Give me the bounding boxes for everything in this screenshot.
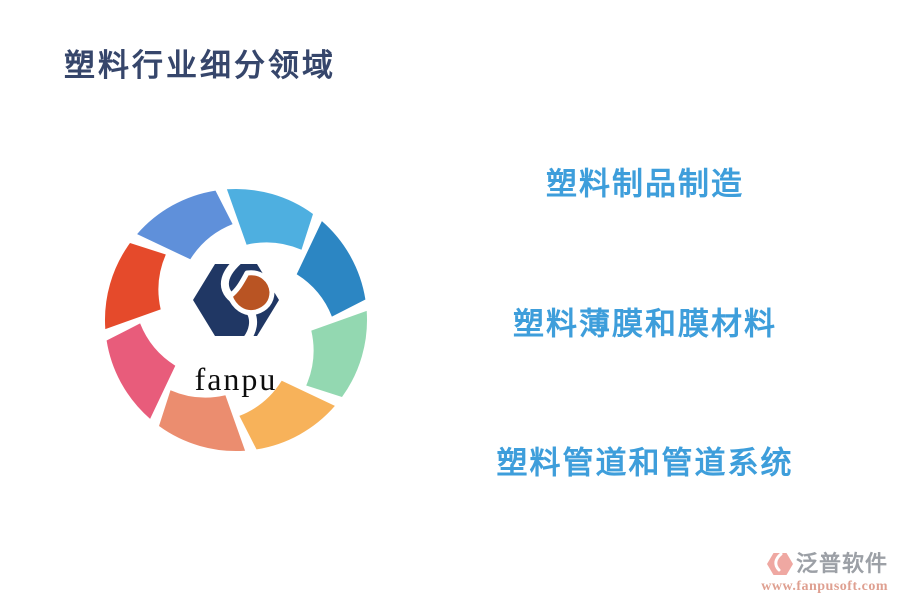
watermark-brand: 泛普软件	[795, 551, 888, 576]
pinwheel-icon	[104, 188, 368, 452]
watermark-logo-icon	[766, 552, 793, 575]
watermark-url: www.fanpusoft.com	[761, 579, 888, 594]
wheel-segment-mint-green	[306, 310, 368, 397]
logo-leaf	[227, 270, 275, 316]
pinwheel-hub: fanpu	[101, 185, 371, 455]
wheel-segment-salmon	[159, 390, 246, 452]
wheel-segment-amber	[239, 380, 335, 450]
wheel-segment-rose	[106, 323, 176, 419]
wheel-segment-sky-blue	[226, 188, 313, 250]
segment-label-plastic-pipes: 塑料管道和管道系统	[496, 445, 794, 481]
wheel-segment-cornflower-blue	[137, 190, 233, 260]
brand-text: fanpu	[194, 361, 278, 397]
wheel-segment-medium-blue	[296, 221, 366, 317]
wheel-segment-red-orange	[104, 243, 166, 330]
watermark-swoosh	[774, 552, 783, 572]
pinwheel-blades	[104, 188, 368, 452]
watermark-hexagon	[766, 553, 793, 575]
page-title: 塑料行业细分领域	[64, 48, 336, 83]
segment-label-plastic-products: 塑料制品制造	[546, 166, 744, 202]
segment-label-plastic-film: 塑料薄膜和膜材料	[513, 306, 777, 342]
watermark: 泛普软件 www.fanpusoft.com	[688, 551, 888, 594]
fanpu-logo-icon	[193, 257, 279, 343]
